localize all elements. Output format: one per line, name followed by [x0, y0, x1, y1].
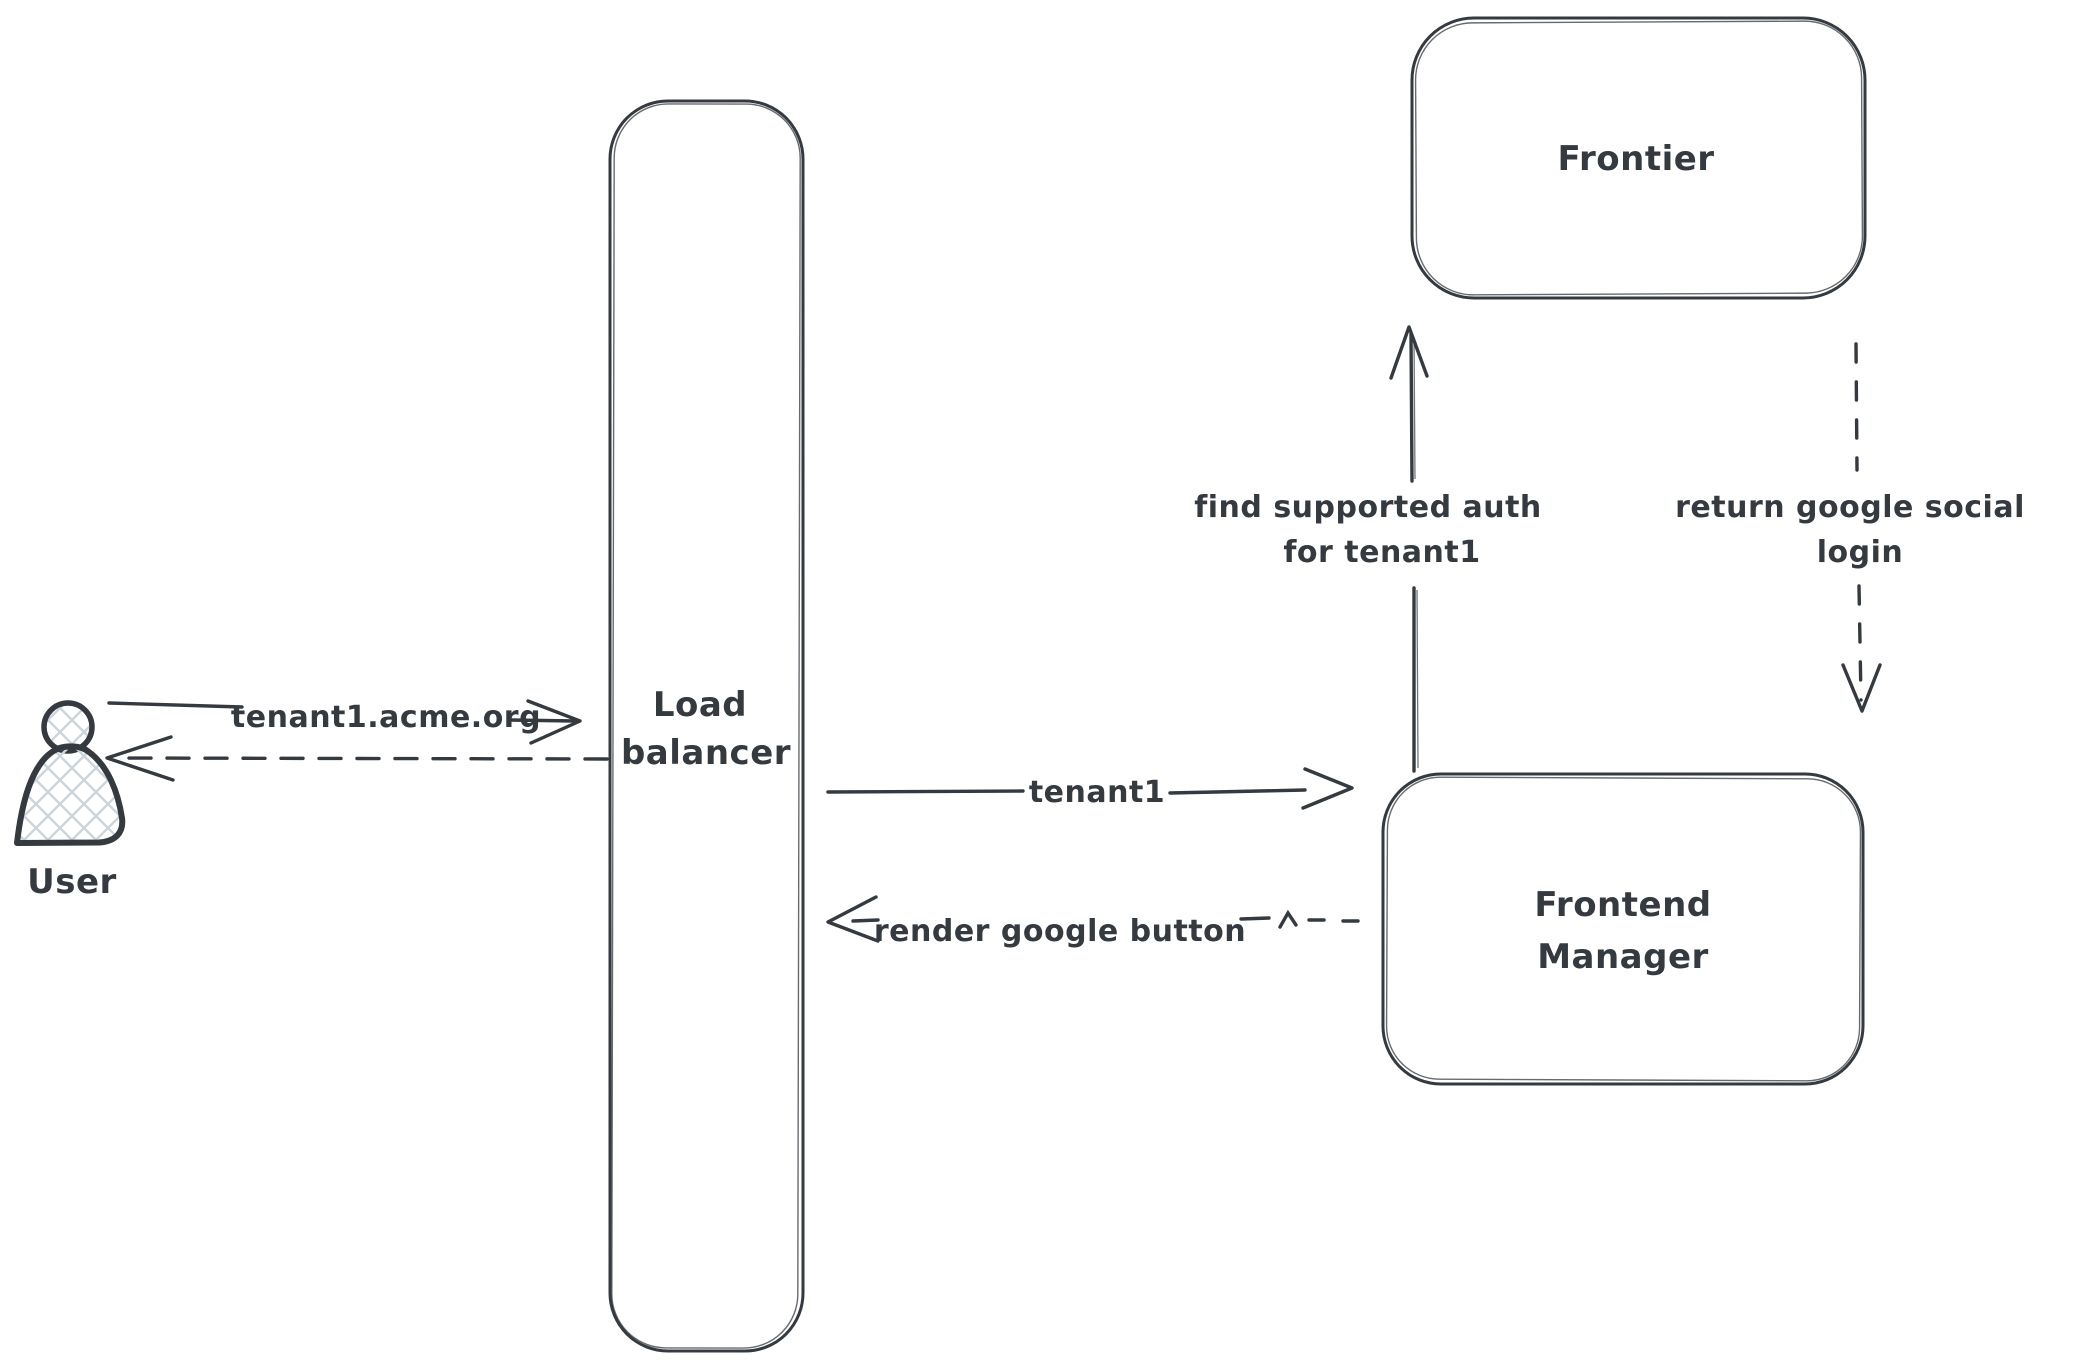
- arrow-find-auth-line-upper: [1409, 332, 1414, 483]
- arrow-return-social: return google social login: [1675, 342, 2025, 713]
- arrow-down-icon: [1841, 663, 1882, 713]
- arrow-left-icon: [105, 735, 175, 782]
- arrow-user-response-line: [116, 756, 609, 761]
- load-balancer-label-line2: balancer: [621, 733, 791, 773]
- arrow-return-line-upper: [1854, 342, 1859, 472]
- arrow-left-icon: [826, 895, 880, 943]
- load-balancer-box: [608, 99, 805, 1353]
- load-balancer-label-line1: Load: [653, 685, 747, 725]
- user-actor: User: [14, 700, 126, 902]
- arrow-find-auth-line-upper-sketch: [1413, 339, 1416, 480]
- arrow-find-auth-label-line2: for tenant1: [1283, 535, 1480, 570]
- arrow-render-dash-wiggle: [1278, 909, 1298, 929]
- arrow-render-google-button: render google button: [826, 895, 1360, 949]
- arrow-tenant1-label: tenant1: [1029, 775, 1165, 810]
- load-balancer-box-sketch: [611, 103, 801, 1349]
- frontend-manager-label-line2: Manager: [1537, 937, 1709, 977]
- arrow-tenant1-line-left: [826, 789, 1025, 794]
- arrow-return-label-line2: login: [1817, 535, 1904, 570]
- frontend-manager-box-sketch: [1385, 776, 1862, 1082]
- arrow-render-dash-1: [1239, 916, 1271, 921]
- frontier-box-sketch: [1414, 20, 1864, 296]
- arrow-render-dash-left: [851, 918, 880, 923]
- frontend-manager-node: Frontend Manager: [1381, 772, 1865, 1086]
- arrow-find-auth-label-line1: find supported auth: [1194, 490, 1542, 525]
- frontend-manager-label-line1: Frontend: [1534, 885, 1711, 925]
- load-balancer-node: Load balancer: [608, 99, 805, 1353]
- arrow-return-label-line1: return google social: [1675, 490, 2025, 525]
- arrow-up-icon: [1389, 325, 1429, 380]
- arrow-user-request-label: tenant1.acme.org: [231, 700, 541, 735]
- arrow-find-auth: find supported auth for tenant1: [1194, 325, 1542, 773]
- arrow-right-icon: [1301, 767, 1354, 810]
- arrow-right-icon: [526, 699, 582, 745]
- arrow-render-label: render google button: [874, 914, 1246, 949]
- frontend-manager-box: [1381, 772, 1865, 1086]
- arrow-user-request: tenant1.acme.org: [107, 699, 582, 745]
- arrow-user-response: [105, 735, 609, 782]
- arrow-tenant1-line-right: [1168, 788, 1307, 795]
- user-label: User: [27, 862, 117, 902]
- frontier-label: Frontier: [1557, 139, 1714, 179]
- frontier-box: [1410, 16, 1867, 300]
- arrow-tenant1: tenant1: [826, 767, 1354, 810]
- frontier-node: Frontier: [1410, 16, 1867, 300]
- arrow-find-auth-line-lower-sketch: [1416, 589, 1419, 769]
- user-body-icon: [14, 743, 126, 846]
- arrow-user-request-line-left: [107, 701, 244, 709]
- arrow-user-request-line-right: [508, 718, 577, 723]
- arrow-return-line-lower: [1857, 584, 1863, 702]
